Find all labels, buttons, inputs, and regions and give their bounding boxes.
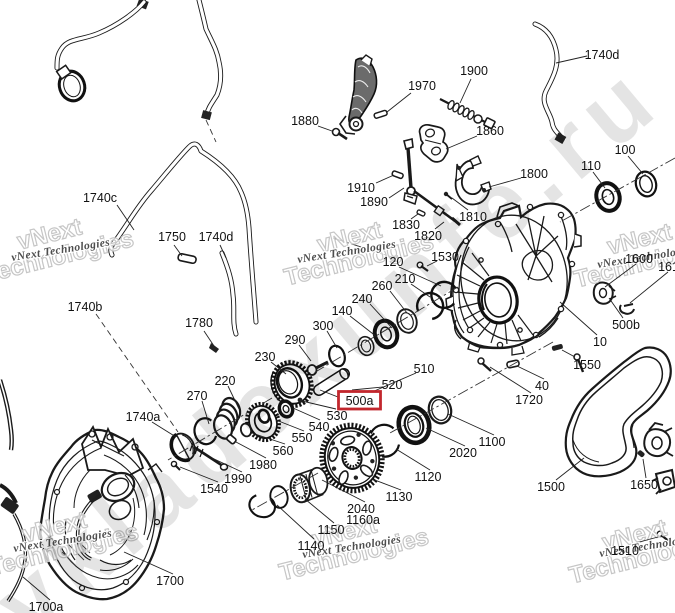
svg-text:1150: 1150	[318, 523, 345, 537]
svg-text:300: 300	[313, 319, 334, 333]
svg-text:1980: 1980	[249, 458, 277, 472]
svg-text:510: 510	[414, 362, 435, 376]
svg-text:140: 140	[332, 304, 353, 318]
svg-text:1880: 1880	[291, 114, 319, 128]
svg-text:1970: 1970	[408, 79, 436, 93]
svg-text:1130: 1130	[386, 490, 413, 504]
svg-text:1160a: 1160a	[346, 513, 380, 527]
svg-text:1740b: 1740b	[68, 300, 103, 314]
svg-text:1510: 1510	[611, 544, 639, 558]
svg-text:1500: 1500	[537, 480, 565, 494]
svg-text:560: 560	[273, 444, 294, 458]
svg-text:40: 40	[535, 379, 549, 393]
svg-text:1890: 1890	[360, 195, 388, 209]
svg-text:270: 270	[187, 389, 208, 403]
svg-text:1650: 1650	[630, 478, 658, 492]
svg-text:1820: 1820	[414, 229, 442, 243]
svg-text:1900: 1900	[460, 64, 488, 78]
svg-text:530: 530	[327, 409, 348, 423]
svg-text:1810: 1810	[459, 210, 487, 224]
svg-text:1530: 1530	[431, 250, 459, 264]
svg-text:1700a: 1700a	[29, 600, 64, 613]
svg-text:540: 540	[309, 420, 330, 434]
svg-text:260: 260	[372, 279, 393, 293]
svg-text:2040: 2040	[347, 502, 375, 516]
svg-text:520: 520	[382, 378, 403, 392]
svg-text:1550: 1550	[573, 358, 601, 372]
svg-text:100: 100	[615, 143, 636, 157]
svg-text:1780: 1780	[185, 316, 213, 330]
svg-text:550: 550	[292, 431, 313, 445]
svg-text:210: 210	[395, 272, 416, 286]
svg-text:1740d: 1740d	[199, 230, 234, 244]
svg-text:1990: 1990	[224, 472, 252, 486]
svg-text:120: 120	[383, 255, 404, 269]
svg-text:1120: 1120	[415, 470, 442, 484]
svg-text:2020: 2020	[449, 446, 477, 460]
svg-text:1860: 1860	[476, 124, 504, 138]
svg-text:500b: 500b	[612, 318, 640, 332]
svg-text:1610: 1610	[658, 260, 675, 274]
svg-text:240: 240	[352, 292, 373, 306]
svg-text:1750: 1750	[158, 230, 186, 244]
svg-text:1140: 1140	[298, 539, 325, 553]
svg-text:1830: 1830	[392, 218, 420, 232]
svg-text:1740a: 1740a	[126, 410, 161, 424]
svg-text:1600: 1600	[625, 252, 653, 266]
svg-text:1740d: 1740d	[585, 48, 620, 62]
svg-text:290: 290	[285, 333, 306, 347]
svg-text:1720: 1720	[515, 393, 543, 407]
svg-text:220: 220	[215, 374, 236, 388]
svg-text:500a: 500a	[346, 394, 374, 408]
svg-text:1100: 1100	[479, 435, 506, 449]
svg-text:1540: 1540	[200, 482, 228, 496]
svg-text:1800: 1800	[520, 167, 548, 181]
svg-text:1910: 1910	[347, 181, 375, 195]
svg-text:1700: 1700	[156, 574, 184, 588]
svg-text:10: 10	[593, 335, 607, 349]
svg-text:1740c: 1740c	[83, 191, 117, 205]
svg-text:110: 110	[581, 159, 601, 173]
svg-text:230: 230	[255, 350, 276, 364]
